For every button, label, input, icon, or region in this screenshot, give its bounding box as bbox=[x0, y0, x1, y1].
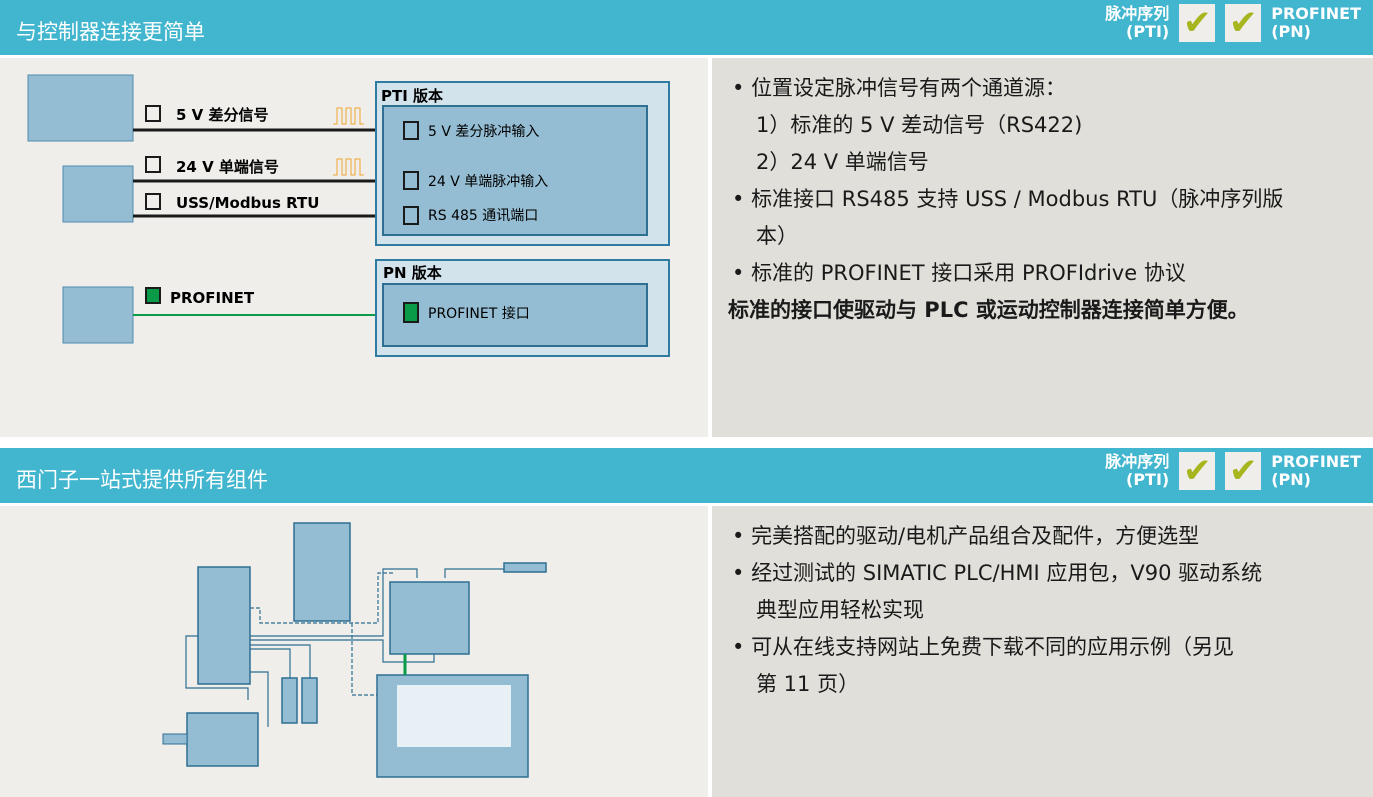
pn-check-icon: ✔ bbox=[1225, 451, 1262, 491]
pti-label: 脉冲序列 bbox=[1105, 4, 1170, 23]
pn-version-title: PN 版本 bbox=[383, 264, 442, 282]
pti-check-icon: ✔ bbox=[1179, 3, 1216, 43]
servo-drive bbox=[197, 566, 251, 685]
pti-check-icon: ✔ bbox=[1179, 451, 1216, 491]
pti-label: 脉冲序列 bbox=[1105, 452, 1170, 471]
servo-motor bbox=[186, 712, 259, 767]
sensor bbox=[503, 562, 547, 573]
pulse-icon bbox=[333, 107, 364, 125]
bullet-item: 完美搭配的驱动/电机产品组合及配件，方便选型 bbox=[732, 518, 1373, 555]
version-badges: 脉冲序列(PTI) ✔ ✔ PROFINET(PN) bbox=[1105, 451, 1361, 491]
plc bbox=[389, 581, 470, 655]
summary-text: 标准的接口使驱动与 PLC 或运动控制器连接简单方便。 bbox=[728, 298, 1249, 322]
encoder-cable-connector bbox=[281, 677, 298, 724]
pti-abbr: (PTI) bbox=[1126, 470, 1170, 489]
signal-24v-label: 24 V 单端信号 bbox=[176, 158, 279, 176]
section1-bullets: 位置设定脉冲信号有两个通道源： 1）标准的 5 V 差动信号（RS422) 2）… bbox=[712, 58, 1373, 437]
section-header: 西门子一站式提供所有组件 脉冲序列(PTI) ✔ ✔ PROFINET(PN) bbox=[0, 448, 1373, 503]
bullet-item: 位置设定脉冲信号有两个通道源： bbox=[732, 70, 1373, 107]
pti-version-title: PTI 版本 bbox=[381, 87, 443, 105]
section-title: 与控制器连接更简单 bbox=[16, 20, 205, 44]
bullet-continuation: 第 11 页） bbox=[756, 672, 860, 696]
input-5v-label: 5 V 差分脉冲输入 bbox=[428, 124, 539, 140]
pn-label: PROFINET bbox=[1271, 452, 1361, 471]
bullet-item: 标准接口 RS485 支持 USS / Modbus RTU（脉冲序列版 bbox=[732, 181, 1373, 218]
bullet-continuation: 本） bbox=[756, 224, 798, 248]
input-24v-label: 24 V 单端脉冲输入 bbox=[428, 174, 548, 190]
pti-abbr: (PTI) bbox=[1126, 22, 1170, 41]
version-badges: 脉冲序列(PTI) ✔ ✔ PROFINET(PN) bbox=[1105, 3, 1361, 43]
section-header: 与控制器连接更简单 脉冲序列(PTI) ✔ ✔ PROFINET(PN) bbox=[0, 0, 1373, 55]
pn-label: PROFINET bbox=[1271, 4, 1361, 23]
controller-s7-1200 bbox=[62, 165, 134, 223]
pn-abbr: (PN) bbox=[1271, 22, 1311, 41]
connection-diagram: 5 V 差分信号 24 V 单端信号 USS/Modbus RTU PROFIN… bbox=[0, 58, 708, 437]
bullet-item: 可从在线支持网站上免费下载不同的应用示例（另见 bbox=[732, 629, 1373, 666]
section-title: 西门子一站式提供所有组件 bbox=[16, 468, 268, 492]
pn-check-icon: ✔ bbox=[1225, 3, 1262, 43]
bullet-item: 经过测试的 SIMATIC PLC/HMI 应用包，V90 驱动系统 bbox=[732, 555, 1373, 592]
signal-uss-label: USS/Modbus RTU bbox=[176, 194, 319, 212]
encoder-cable-connector bbox=[301, 677, 318, 724]
input-profinet-label: PROFINET 接口 bbox=[428, 305, 530, 322]
system-diagram bbox=[0, 506, 708, 797]
section1-content: 5 V 差分信号 24 V 单端信号 USS/Modbus RTU PROFIN… bbox=[0, 58, 1373, 437]
signal-profinet-label: PROFINET bbox=[170, 289, 255, 307]
bullet-item: 标准的 PROFINET 接口采用 PROFIdrive 协议 bbox=[732, 255, 1373, 292]
signal-5v-label: 5 V 差分信号 bbox=[176, 106, 269, 124]
section2-content: 完美搭配的驱动/电机产品组合及配件，方便选型 经过测试的 SIMATIC PLC… bbox=[0, 506, 1373, 797]
power-supply bbox=[293, 522, 351, 622]
controller-s7-1500 bbox=[27, 74, 134, 142]
section2-bullets: 完美搭配的驱动/电机产品组合及配件，方便选型 经过测试的 SIMATIC PLC… bbox=[712, 506, 1373, 797]
controller-pn bbox=[62, 286, 134, 344]
bullet-continuation: 典型应用轻松实现 bbox=[756, 598, 924, 622]
bullet-subitem: 1）标准的 5 V 差动信号（RS422) bbox=[756, 113, 1083, 137]
input-rs485-label: RS 485 通讯端口 bbox=[428, 208, 538, 224]
pulse-icon bbox=[333, 158, 364, 176]
bullet-subitem: 2）24 V 单端信号 bbox=[756, 150, 929, 174]
pn-abbr: (PN) bbox=[1271, 470, 1311, 489]
